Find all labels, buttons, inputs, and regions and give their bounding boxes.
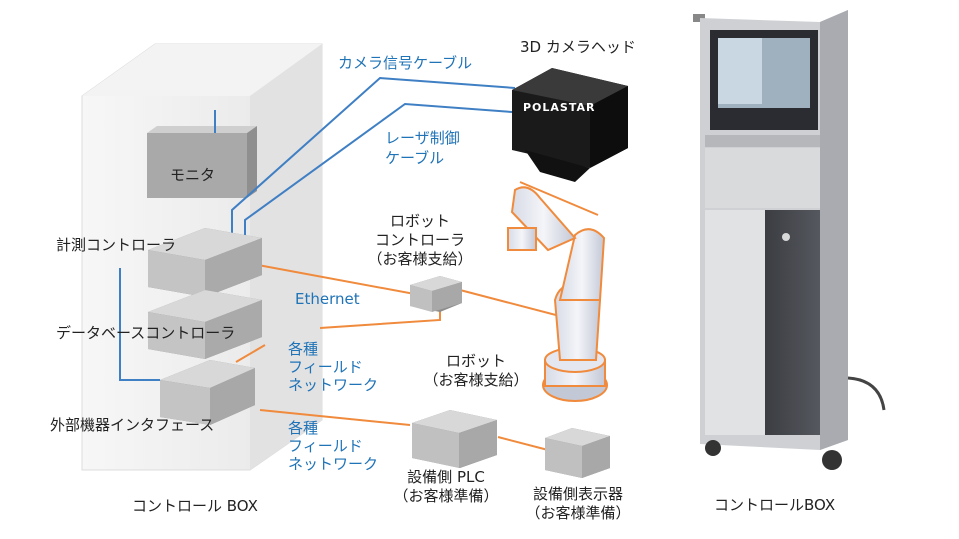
robot-icon: [507, 186, 608, 402]
laser-control-cable: [244, 102, 513, 235]
monitor-box: [147, 126, 257, 198]
robot-arm-outline: [519, 181, 599, 216]
fieldnet-link-2: [259, 409, 411, 426]
database-controller-label: データベースコントローラ: [56, 324, 236, 342]
robot-controller-label: ロボット コントローラ （お客様支給）: [367, 212, 473, 268]
display-label: 設備側表示器 （お客様準備）: [525, 485, 631, 522]
plc-display-link: [497, 436, 549, 451]
fieldnet-label-2: 各種 フィールド ネットワーク: [288, 419, 379, 473]
external-interface-box: [160, 360, 255, 425]
measurement-controller-label: 計測コントローラ: [56, 236, 177, 254]
camera-head-icon: [512, 68, 628, 182]
control-box-left-label: コントロール BOX: [132, 497, 258, 515]
laser-cable-label: レーザ制御 ケーブル: [385, 129, 460, 167]
measurement-controller-box: [148, 228, 262, 297]
monitor-label: モニタ: [170, 166, 216, 184]
ethernet-label: Ethernet: [295, 290, 360, 308]
ethernet-cable: [257, 264, 421, 296]
plc-ethernet-link: [319, 306, 441, 329]
plc-label: 設備側 PLC （お客様準備）: [393, 468, 499, 505]
robot-controller-box: [410, 276, 462, 312]
camera-cable-label: カメラ信号ケーブル: [338, 54, 473, 72]
display-box: [545, 428, 610, 478]
plc-box: [412, 410, 497, 468]
control-box-right-label: コントロールBOX: [714, 496, 836, 514]
control-box-photo: [693, 10, 886, 470]
external-interface-label: 外部機器インタフェース: [50, 416, 215, 434]
fieldnet-link-1: [235, 344, 266, 363]
fieldnet-label-1: 各種 フィールド ネットワーク: [288, 340, 379, 394]
robot-label: ロボット （お客様支給）: [423, 352, 529, 389]
camera-brand-logo: POLASTAR: [523, 101, 596, 114]
camera-signal-cable: [231, 76, 516, 235]
database-controller-box: [148, 290, 262, 359]
camera-head-label: 3D カメラヘッド: [520, 38, 636, 56]
internal-link-left: [119, 268, 160, 381]
